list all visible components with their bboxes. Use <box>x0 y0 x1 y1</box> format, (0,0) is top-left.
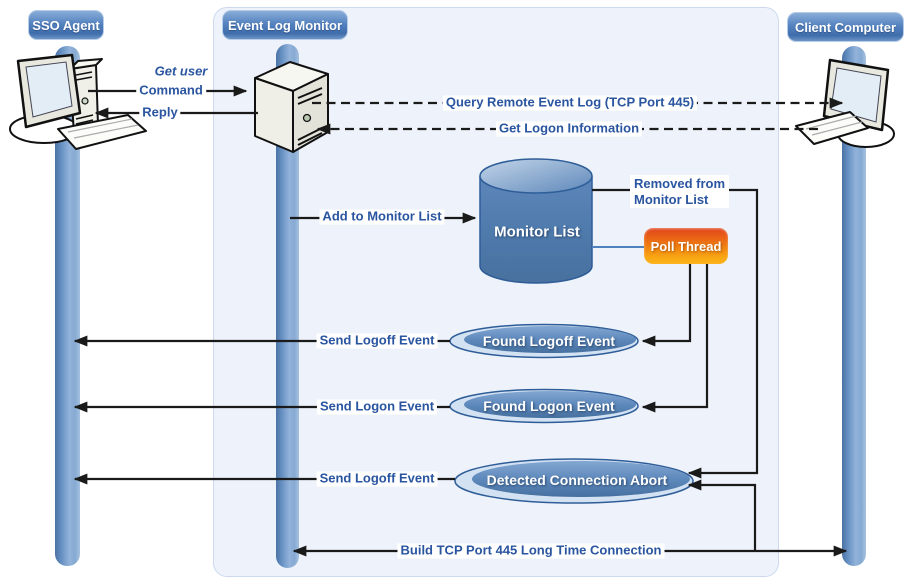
send-logoff-event-label-1: Send Logoff Event <box>316 333 438 349</box>
connection-abort-arrow <box>687 479 757 551</box>
get-logon-information-label: Get Logon Information <box>495 121 643 137</box>
client-computer-icon <box>795 58 895 148</box>
removed-from-monitor-list-label: Removed from Monitor List <box>630 175 730 209</box>
get-user-label: Get user <box>154 63 208 79</box>
pollthread-found-logoff-arrow <box>641 264 692 347</box>
monitor-list-cylinder <box>479 158 593 284</box>
poll-thread-node: Poll Thread <box>644 228 728 264</box>
found-logon-event-label: Found Logon Event <box>483 398 615 414</box>
server-icon <box>254 61 329 153</box>
found-logoff-event-label: Found Logoff Event <box>482 333 616 349</box>
sso-agent-badge: SSO Agent <box>28 10 104 40</box>
add-to-monitor-list-label: Add to Monitor List <box>319 209 445 225</box>
workstation-icon <box>9 53 147 150</box>
event-log-monitor-badge: Event Log Monitor <box>222 10 348 40</box>
pollthread-found-logon-arrow <box>641 264 709 413</box>
event-log-monitor-lifeline <box>276 44 299 568</box>
command-label: Command <box>136 83 206 99</box>
send-logoff-event-label-2: Send Logoff Event <box>316 471 438 487</box>
found-logon-ellipse <box>449 388 639 424</box>
removed-from-line1: Removed from <box>634 176 726 191</box>
found-logoff-ellipse <box>449 323 639 359</box>
detected-connection-abort-label: Detected Connection Abort <box>486 472 668 488</box>
monitor-list-label: Monitor List <box>494 223 580 241</box>
build-tcp-connection-label: Build TCP Port 445 Long Time Connection <box>397 543 665 559</box>
reply-label: Reply <box>139 105 181 121</box>
send-logon-event-label: Send Logon Event <box>316 399 438 415</box>
removed-from-line2: Monitor List <box>634 191 709 207</box>
client-computer-badge: Client Computer <box>787 12 904 42</box>
query-remote-event-log-label: Query Remote Event Log (TCP Port 445) <box>442 95 698 111</box>
detected-abort-ellipse <box>454 458 694 504</box>
